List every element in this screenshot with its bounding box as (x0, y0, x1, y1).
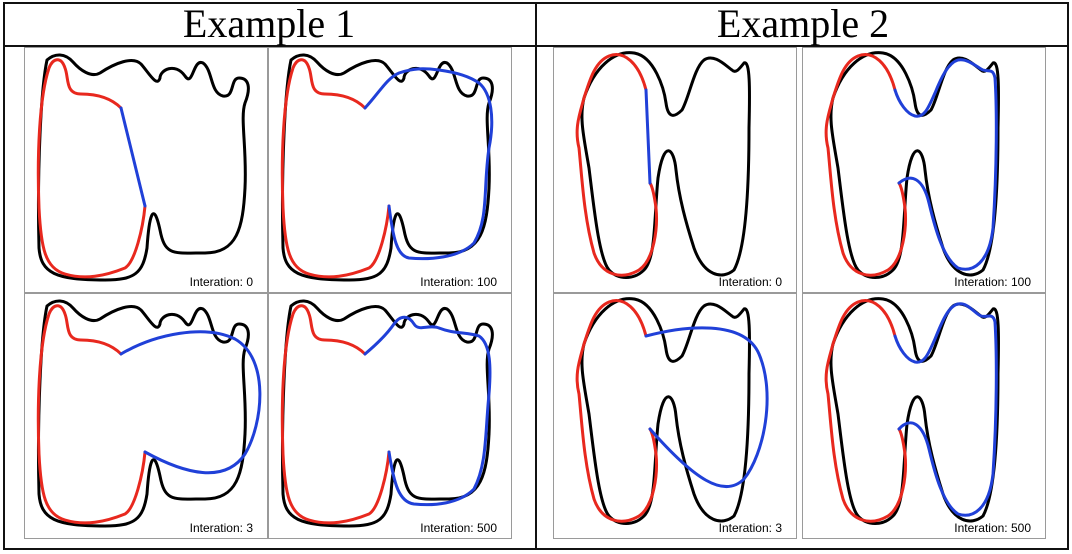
iteration-label: Interation: 100 (954, 275, 1031, 289)
iteration-label: Interation: 500 (954, 521, 1031, 535)
panel-example1-iteration-3: Interation: 3 (24, 293, 268, 539)
iteration-label: Interation: 3 (718, 521, 782, 535)
iteration-label: Interation: 0 (189, 275, 253, 289)
example-2-title: Example 2 (716, 1, 890, 46)
contour-plot (280, 53, 494, 282)
predicted-contour (119, 106, 147, 208)
contour-plot (36, 299, 262, 528)
iteration-label: Interation: 3 (189, 521, 253, 535)
predicted-contour (363, 315, 492, 507)
panel-example2-iteration-500: Interation: 500 (802, 293, 1046, 539)
contour-plot (575, 51, 751, 279)
predicted-contour (119, 330, 262, 475)
panel-example2-iteration-3: Interation: 3 (553, 293, 797, 539)
panel-example2-iteration-0: Interation: 0 (553, 47, 797, 293)
example-1-title: Example 1 (182, 1, 356, 46)
contour-plot (575, 297, 769, 525)
fixed-contour (575, 299, 658, 523)
predicted-contour (893, 58, 998, 271)
panel-example1-iteration-100: Interation: 100 (268, 47, 512, 293)
fixed-contour (280, 304, 391, 525)
fixed-contour (36, 58, 147, 279)
predicted-contour (644, 88, 652, 185)
iteration-label: Interation: 0 (718, 275, 782, 289)
ground-truth-contour (829, 297, 1000, 525)
contour-plot (824, 297, 1000, 525)
contour-plot (280, 299, 494, 528)
iteration-label: Interation: 500 (420, 521, 497, 535)
fixed-contour (824, 299, 907, 523)
predicted-contour (363, 67, 494, 261)
panel-example1-iteration-500: Interation: 500 (268, 293, 512, 539)
ground-truth-contour (829, 51, 1000, 279)
fixed-contour (36, 304, 147, 525)
fixed-contour (575, 53, 658, 277)
fixed-contour (280, 58, 391, 279)
predicted-contour (644, 326, 769, 489)
predicted-contour (893, 302, 998, 517)
iteration-label: Interation: 100 (420, 275, 497, 289)
panel-example1-iteration-0: Interation: 0 (24, 47, 268, 293)
contour-plot (36, 53, 250, 282)
fixed-contour (824, 53, 907, 277)
panel-example2-iteration-100: Interation: 100 (802, 47, 1046, 293)
contour-plot (824, 51, 1000, 279)
column-divider (535, 2, 537, 550)
ground-truth-contour (580, 51, 751, 279)
